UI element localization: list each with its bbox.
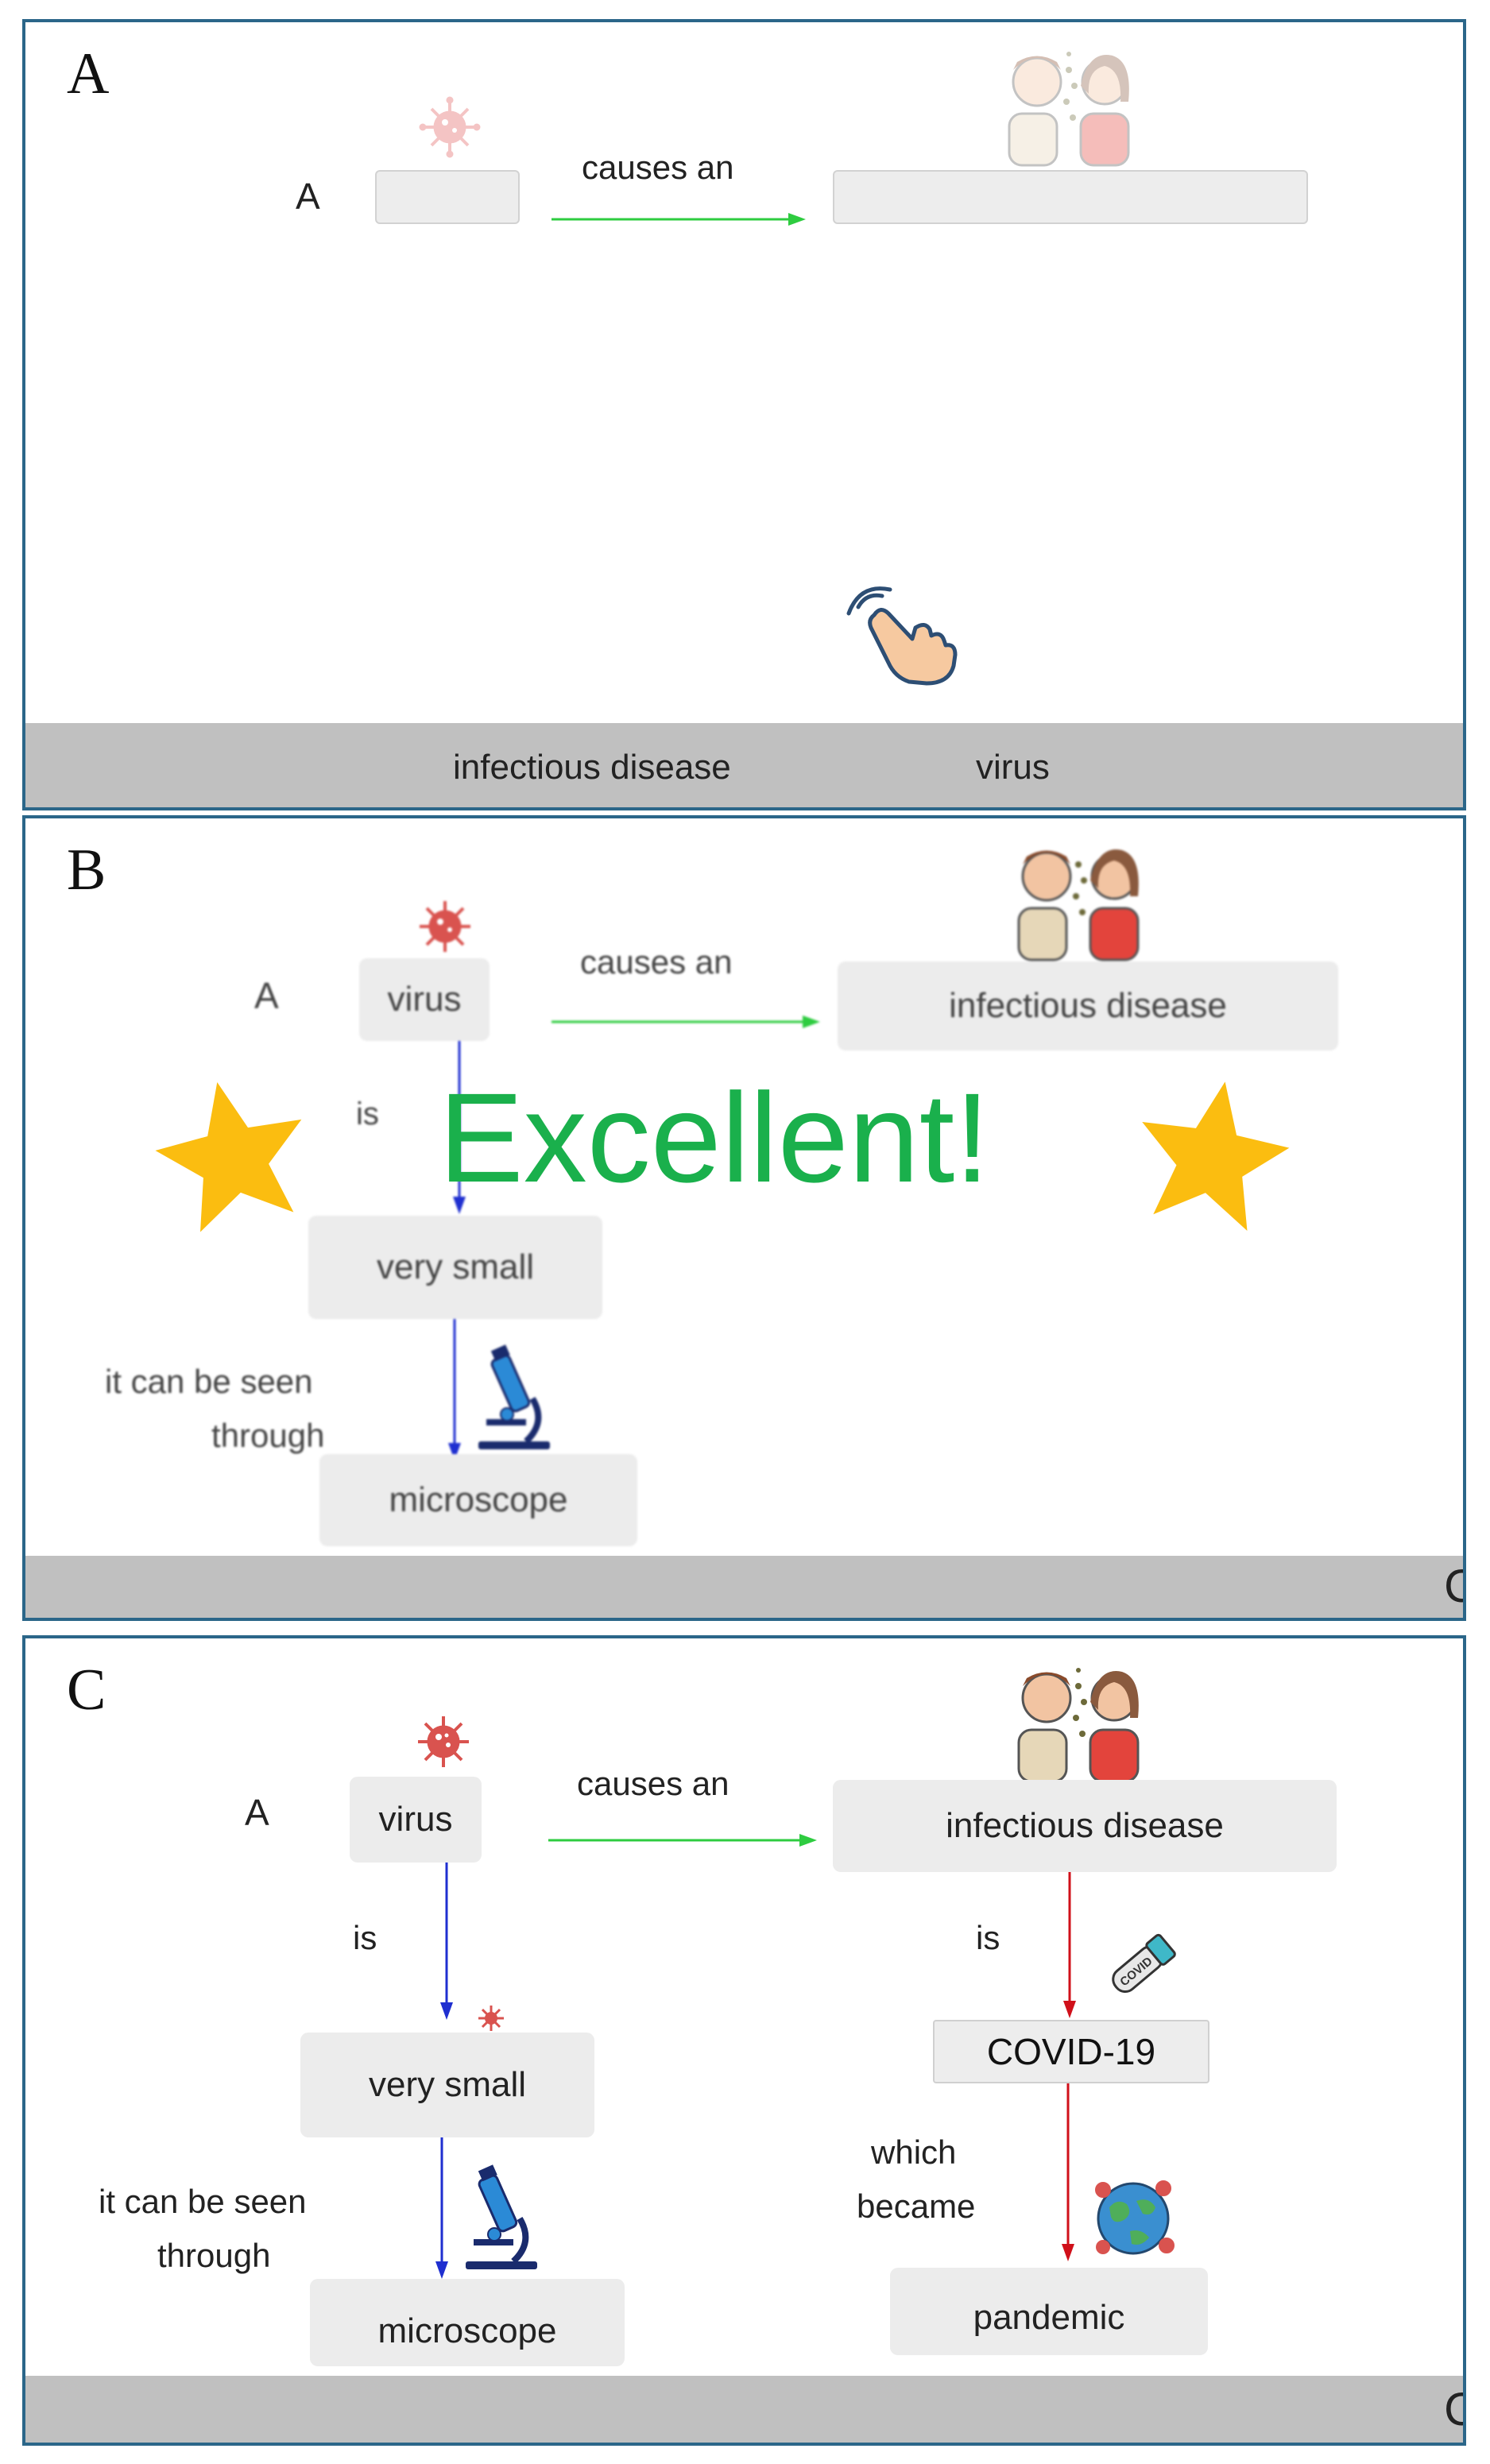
people-coughing-icon	[1017, 1668, 1140, 1783]
link-label-seen-line1: it can be seen	[105, 1363, 313, 1400]
blue-arrow-virus-small	[440, 1863, 453, 2020]
node-covid-19[interactable]: COVID-19	[933, 2020, 1209, 2083]
virus-icon	[418, 1716, 469, 1767]
pandemic-globe-icon	[1095, 2180, 1175, 2255]
red-arrow-covid-pandemic	[1062, 2083, 1074, 2261]
prefix-label: A	[245, 1792, 269, 1833]
prefix-label: A	[296, 176, 320, 217]
green-arrow	[551, 1015, 820, 1028]
microscope-icon	[478, 1344, 550, 1449]
node-pandemic[interactable]: pandemic	[890, 2268, 1208, 2355]
drop-slot-left[interactable]	[375, 170, 520, 224]
virus-icon	[420, 901, 470, 952]
people-coughing-icon	[1008, 52, 1130, 167]
panel-b: B A virus causes an	[22, 815, 1466, 1621]
link-label-is: is	[356, 1097, 379, 1131]
star-icon	[1142, 1081, 1290, 1232]
green-arrow	[551, 213, 806, 226]
star-icon	[155, 1081, 302, 1232]
virus-icon	[419, 96, 481, 158]
covid-test-tube-icon: COVID	[1112, 1933, 1176, 1994]
panel-c: C A virus causes an infectious disease	[22, 1635, 1466, 2446]
link-label-is-right: is	[976, 1919, 1000, 1956]
node-microscope[interactable]: microscope	[310, 2279, 625, 2366]
link-label-became-line2: became	[857, 2187, 976, 2225]
concept-map-blurred: A virus causes an infectious disease is …	[25, 818, 1463, 1618]
node-infectious-disease[interactable]: infectious disease	[838, 961, 1338, 1050]
green-arrow	[548, 1834, 817, 1847]
node-microscope[interactable]: microscope	[319, 1454, 637, 1546]
panel-label: C	[67, 1657, 106, 1723]
node-virus[interactable]: virus	[359, 958, 490, 1041]
people-coughing-icon	[1017, 849, 1140, 961]
link-label-causes: causes an	[577, 1765, 730, 1802]
prefix-label: A	[254, 975, 279, 1016]
answer-tray: infectious disease virus	[25, 723, 1463, 807]
link-label-is-left: is	[353, 1919, 377, 1956]
panel-label: A	[67, 41, 110, 106]
node-very-small[interactable]: very small	[308, 1216, 602, 1319]
answer-tray: C	[25, 2376, 1463, 2443]
tray-item-virus[interactable]: virus	[976, 748, 1050, 787]
blue-arrow-small-microscope	[448, 1319, 461, 1460]
link-label-seen-line1: it can be seen	[99, 2183, 307, 2220]
link-label-causes: causes an	[580, 943, 733, 981]
link-label-causes: causes an	[582, 149, 734, 186]
panel-label: B	[67, 837, 106, 903]
blue-arrow-small-microscope	[435, 2137, 448, 2279]
corner-glyph: C	[1444, 2387, 1463, 2433]
blue-arrow-virus-small	[453, 1041, 466, 1214]
feedback-message: Excellent!	[439, 1066, 990, 1209]
panel-a: A A causes an	[22, 19, 1466, 810]
pointing-hand-icon	[846, 586, 958, 686]
link-label-seen-line2: through	[211, 1417, 325, 1454]
tray-item-infectious-disease[interactable]: infectious disease	[453, 748, 731, 787]
drop-slot-right[interactable]	[833, 170, 1308, 224]
red-arrow-disease-covid	[1063, 1872, 1076, 2018]
small-virus-icon	[478, 2006, 504, 2031]
microscope-icon	[466, 2164, 537, 2269]
answer-tray: C	[25, 1556, 1463, 1618]
node-very-small[interactable]: very small	[300, 2033, 594, 2137]
node-virus[interactable]: virus	[350, 1777, 482, 1863]
link-label-became-line1: which	[871, 2133, 957, 2171]
link-label-seen-line2: through	[157, 2237, 271, 2274]
corner-glyph: C	[1444, 1564, 1463, 1610]
node-infectious-disease[interactable]: infectious disease	[833, 1780, 1337, 1872]
